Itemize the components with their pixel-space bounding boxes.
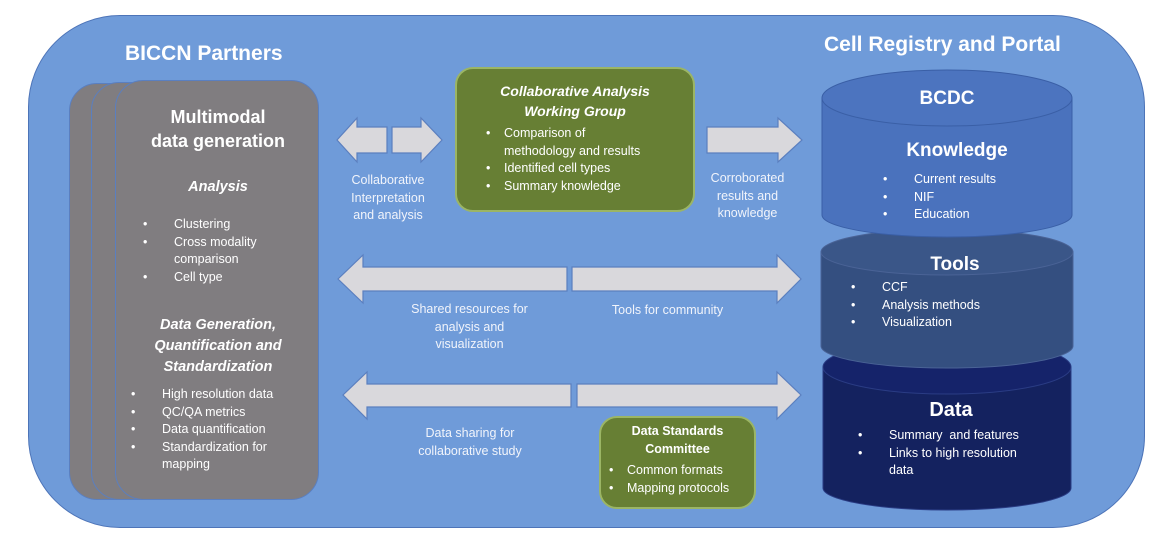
datagen-heading: Data Generation, Quantification and Stan… — [116, 315, 320, 378]
data-heading: Data — [929, 399, 973, 421]
tools-community-right-arrow — [571, 253, 802, 305]
data-sharing-label-line2: collaborative study — [418, 443, 522, 458]
standards-committee-list: Common formats Mapping protocols — [609, 462, 759, 497]
datagen-heading-line2: Quantification and — [154, 338, 282, 354]
working-group-title-line1: Collaborative Analysis — [500, 83, 650, 99]
datagen-item: QC/QA metrics — [131, 404, 311, 422]
shared-resources-left-arrow — [337, 253, 568, 305]
corroborated-label-line2: results and — [716, 188, 779, 203]
data-sharing-left-arrow — [342, 370, 572, 421]
knowledge-list: Current results NIF Education — [883, 171, 1053, 224]
collab-right-arrow — [391, 116, 443, 164]
datagen-list: High resolution data QC/QA metrics Data … — [131, 386, 311, 474]
biccn-partners-title: BICCN Partners — [125, 42, 283, 65]
data-sharing-label: Data sharing for collaborative study — [400, 425, 540, 460]
knowledge-heading: Knowledge — [906, 140, 1008, 161]
analysis-item: Clustering — [143, 216, 313, 234]
datagen-item: Standardization for mapping — [131, 439, 282, 474]
partner-card-front: Multimodal data generation Analysis Clus… — [115, 80, 319, 500]
tools-item: Analysis methods — [851, 297, 1021, 315]
collab-label-line2: Interpretation — [351, 190, 425, 205]
standards-item: Mapping protocols — [609, 480, 759, 498]
working-group-item: Identified cell types — [486, 160, 686, 178]
data-sharing-label-line1: Data sharing for — [425, 426, 515, 440]
datagen-item: Data quantification — [131, 421, 311, 439]
data-item: Summary and features — [858, 427, 1038, 445]
collab-left-arrow — [336, 116, 388, 164]
shared-label-line1: Shared resources for — [411, 302, 528, 316]
knowledge-item: NIF — [883, 189, 1053, 207]
data-list: Summary and features Links to high resol… — [858, 427, 1038, 480]
working-group-title-line2: Working Group — [524, 103, 626, 119]
tools-community-label: Tools for community — [611, 303, 724, 317]
tools-item: Visualization — [851, 314, 1021, 332]
analysis-heading: Analysis — [188, 179, 248, 195]
working-group-box: Collaborative Analysis Working Group Com… — [455, 67, 695, 212]
working-group-list: Comparison of methodology and results Id… — [486, 125, 686, 195]
tools-item: CCF — [851, 279, 1021, 297]
working-group-title: Collaborative Analysis Working Group — [457, 81, 693, 121]
multimodal-title-line1: Multimodal — [170, 107, 266, 127]
working-group-item: Comparison of methodology and results — [486, 125, 654, 160]
data-item: Links to high resolution data — [858, 445, 1039, 480]
datagen-item: High resolution data — [131, 386, 311, 404]
tools-list: CCF Analysis methods Visualization — [851, 279, 1021, 332]
knowledge-item: Education — [883, 206, 1053, 224]
corroborated-arrow — [706, 116, 803, 164]
datagen-heading-line3: Standardization — [163, 359, 273, 375]
shared-resources-label: Shared resources for analysis and visual… — [392, 301, 547, 354]
collab-label-line3: and analysis — [353, 208, 423, 222]
shared-label-line3: visualization — [435, 337, 504, 351]
analysis-list: Clustering Cross modality comparison Cel… — [143, 216, 313, 286]
shared-label-line2: analysis and — [434, 319, 505, 334]
standards-committee-box: Data Standards Committee Common formats … — [599, 416, 756, 509]
corroborated-label-line1: Corroborated — [710, 171, 785, 185]
data-standards-right-arrow — [576, 370, 802, 421]
analysis-item: Cell type — [143, 269, 313, 287]
collab-interpretation-label: Collaborative Interpretation and analysi… — [338, 172, 438, 225]
standards-title-line1: Data Standards — [631, 424, 724, 438]
multimodal-title: Multimodal data generation — [116, 105, 320, 153]
working-group-item: Summary knowledge — [486, 178, 686, 196]
standards-title-line2: Committee — [645, 441, 710, 456]
corroborated-label: Corroborated results and knowledge — [700, 170, 795, 223]
multimodal-title-line2: data generation — [150, 131, 286, 151]
corroborated-label-line3: knowledge — [717, 206, 778, 220]
tools-heading: Tools — [930, 254, 980, 275]
analysis-item: Cross modality comparison — [143, 234, 284, 269]
cell-registry-title: Cell Registry and Portal — [824, 33, 1061, 56]
standards-item: Common formats — [609, 462, 759, 480]
datagen-heading-line1: Data Generation, — [159, 317, 277, 333]
bcdc-label: BCDC — [919, 88, 975, 109]
collab-label-line1: Collaborative — [351, 173, 425, 187]
knowledge-item: Current results — [883, 171, 1053, 189]
standards-committee-title: Data Standards Committee — [601, 423, 754, 458]
